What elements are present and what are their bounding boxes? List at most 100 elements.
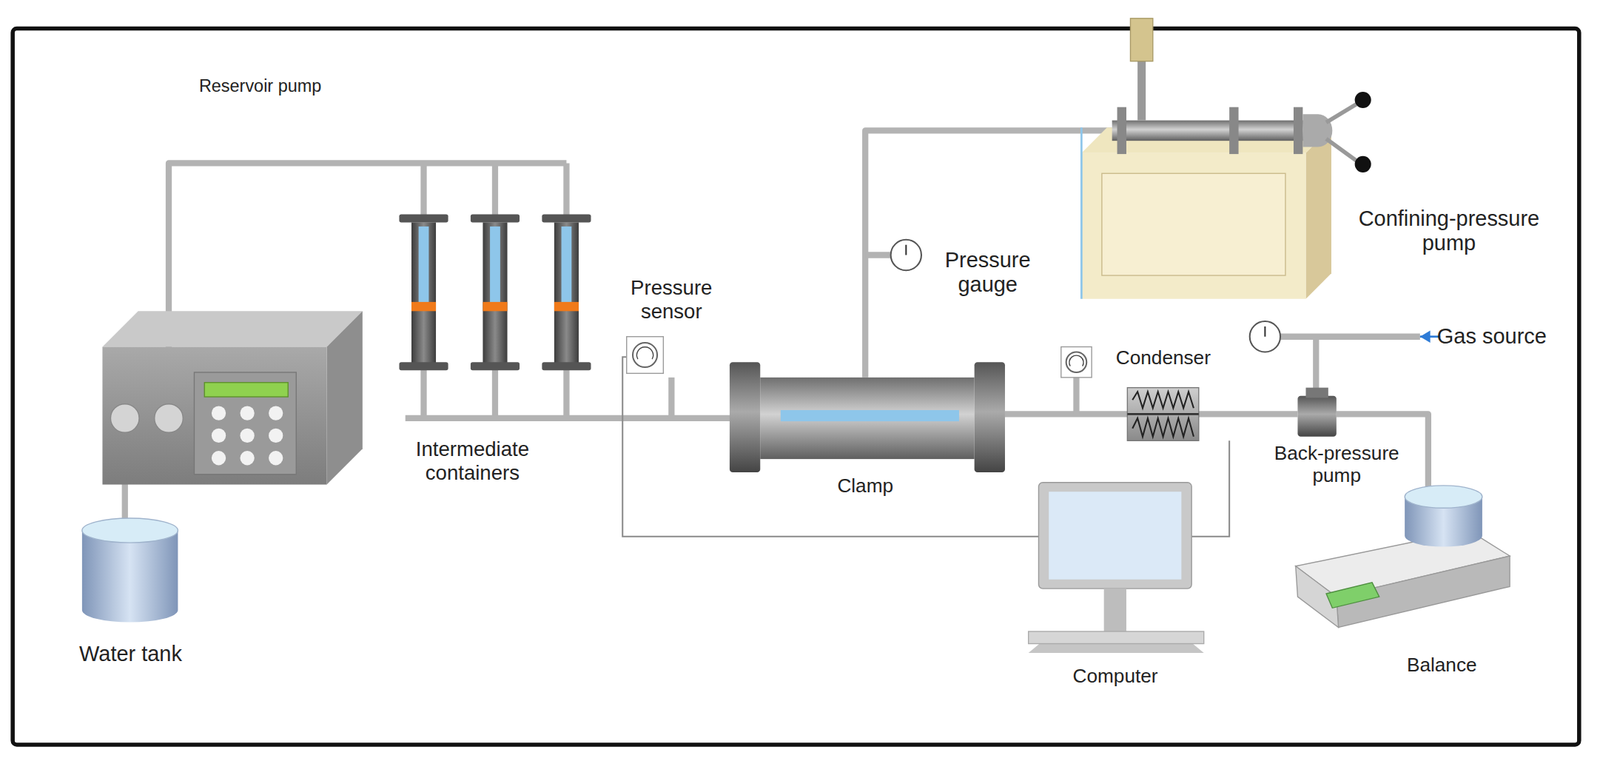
confining-pressure-pump xyxy=(1326,102,1360,123)
pressure-gauge xyxy=(891,239,922,271)
pipe xyxy=(1073,377,1080,415)
back-pressure-pump xyxy=(1297,387,1336,437)
pipe xyxy=(563,367,570,419)
pressure-sensor xyxy=(632,342,658,368)
balance xyxy=(1404,485,1483,508)
clamp xyxy=(974,361,1005,473)
computer xyxy=(1048,491,1182,580)
pressure-sensor xyxy=(1061,347,1092,378)
keypad xyxy=(239,428,254,443)
frame xyxy=(12,28,1580,745)
part-label: Intermediate containers xyxy=(395,438,550,485)
pipe xyxy=(668,377,675,419)
condenser xyxy=(1127,387,1199,442)
confining-pressure-pump xyxy=(1112,120,1307,142)
confining-pressure-pump xyxy=(1101,173,1286,276)
keypad xyxy=(268,450,283,465)
intermediate-container xyxy=(541,361,591,371)
pressure-gauge xyxy=(1264,326,1266,337)
balance xyxy=(1326,582,1380,608)
clamp xyxy=(729,361,761,473)
keypad xyxy=(268,428,283,443)
pressure-gauge xyxy=(1249,321,1281,352)
intermediate-container xyxy=(411,301,436,311)
confining-pressure-pump xyxy=(1130,18,1153,62)
intermediate-container xyxy=(541,213,591,223)
clamp xyxy=(760,377,974,459)
pipe xyxy=(492,367,499,419)
reservoir-pump xyxy=(102,310,362,347)
keypad xyxy=(239,405,254,420)
intermediate-container xyxy=(398,213,448,223)
pipe xyxy=(492,162,499,220)
part-label: Clamp xyxy=(814,474,917,497)
back-pressure-pump xyxy=(1305,387,1328,399)
confining-pressure-pump xyxy=(1293,107,1303,154)
keypad xyxy=(239,450,254,465)
confining-pressure-pump xyxy=(1326,138,1360,163)
reservoir-pump xyxy=(193,372,297,475)
pipe xyxy=(1004,410,1128,417)
pipe xyxy=(563,162,570,220)
keypad xyxy=(211,450,226,465)
confining-pressure-pump xyxy=(1081,153,1306,299)
part-label: Confining-pressure pump xyxy=(1354,205,1544,256)
pipe xyxy=(405,415,733,422)
reservoir-pump xyxy=(102,347,327,485)
pressure-sensor xyxy=(1066,351,1088,373)
pressure-sensor xyxy=(626,336,664,374)
part-label: Pressure sensor xyxy=(614,276,728,324)
computer xyxy=(1038,482,1192,589)
part-label: Reservoir pump xyxy=(158,75,363,96)
reservoir-pump xyxy=(154,404,184,433)
keypad xyxy=(211,405,226,420)
intermediate-container xyxy=(398,361,448,371)
back-pressure-pump xyxy=(1297,395,1336,437)
water-tank xyxy=(82,518,179,543)
computer xyxy=(1028,631,1205,644)
condenser xyxy=(1132,391,1194,408)
pressure-sensor xyxy=(637,347,654,359)
pipe xyxy=(1198,410,1299,417)
confining-pressure-pump xyxy=(1080,127,1083,299)
reservoir-pump xyxy=(102,310,362,484)
part-label: Pressure gauge xyxy=(931,247,1045,298)
confining-pressure-pump xyxy=(1081,18,1371,299)
confining-pressure-pump xyxy=(1137,61,1146,121)
pressure-gauge xyxy=(905,244,907,256)
part-label: Gas source xyxy=(1433,324,1552,349)
intermediate-container xyxy=(489,226,501,303)
condenser xyxy=(1127,391,1199,437)
condenser xyxy=(1132,418,1194,437)
intermediate-container xyxy=(482,222,507,365)
frame xyxy=(12,28,1580,745)
intermediate-container xyxy=(561,226,573,303)
intermediate-container xyxy=(411,222,436,365)
part-label: Back-pressure pump xyxy=(1267,441,1406,487)
pipe xyxy=(1280,333,1421,340)
pressure-sensor xyxy=(626,336,664,374)
intermediate-container xyxy=(470,213,520,223)
pipe xyxy=(865,251,891,258)
pressure-gauge xyxy=(1249,321,1281,352)
reservoir-pump xyxy=(110,404,140,433)
pressure-gauge xyxy=(891,239,922,271)
keypad xyxy=(268,405,283,420)
intermediate-container xyxy=(398,213,591,371)
pipe xyxy=(865,130,1112,377)
confining-pressure-pump xyxy=(1355,156,1372,173)
part-label: Condenser xyxy=(1107,346,1220,369)
water-tank xyxy=(82,530,179,623)
pipe xyxy=(420,367,427,419)
reservoir-pump xyxy=(327,310,363,484)
keypad xyxy=(211,405,283,465)
part-label: Water tank xyxy=(54,641,208,667)
confining-pressure-pump xyxy=(1117,107,1127,154)
clamp xyxy=(780,409,960,422)
water-tank xyxy=(82,518,179,623)
confining-pressure-pump xyxy=(1229,107,1239,154)
confining-pressure-pump xyxy=(1355,91,1372,109)
computer xyxy=(1028,482,1205,653)
